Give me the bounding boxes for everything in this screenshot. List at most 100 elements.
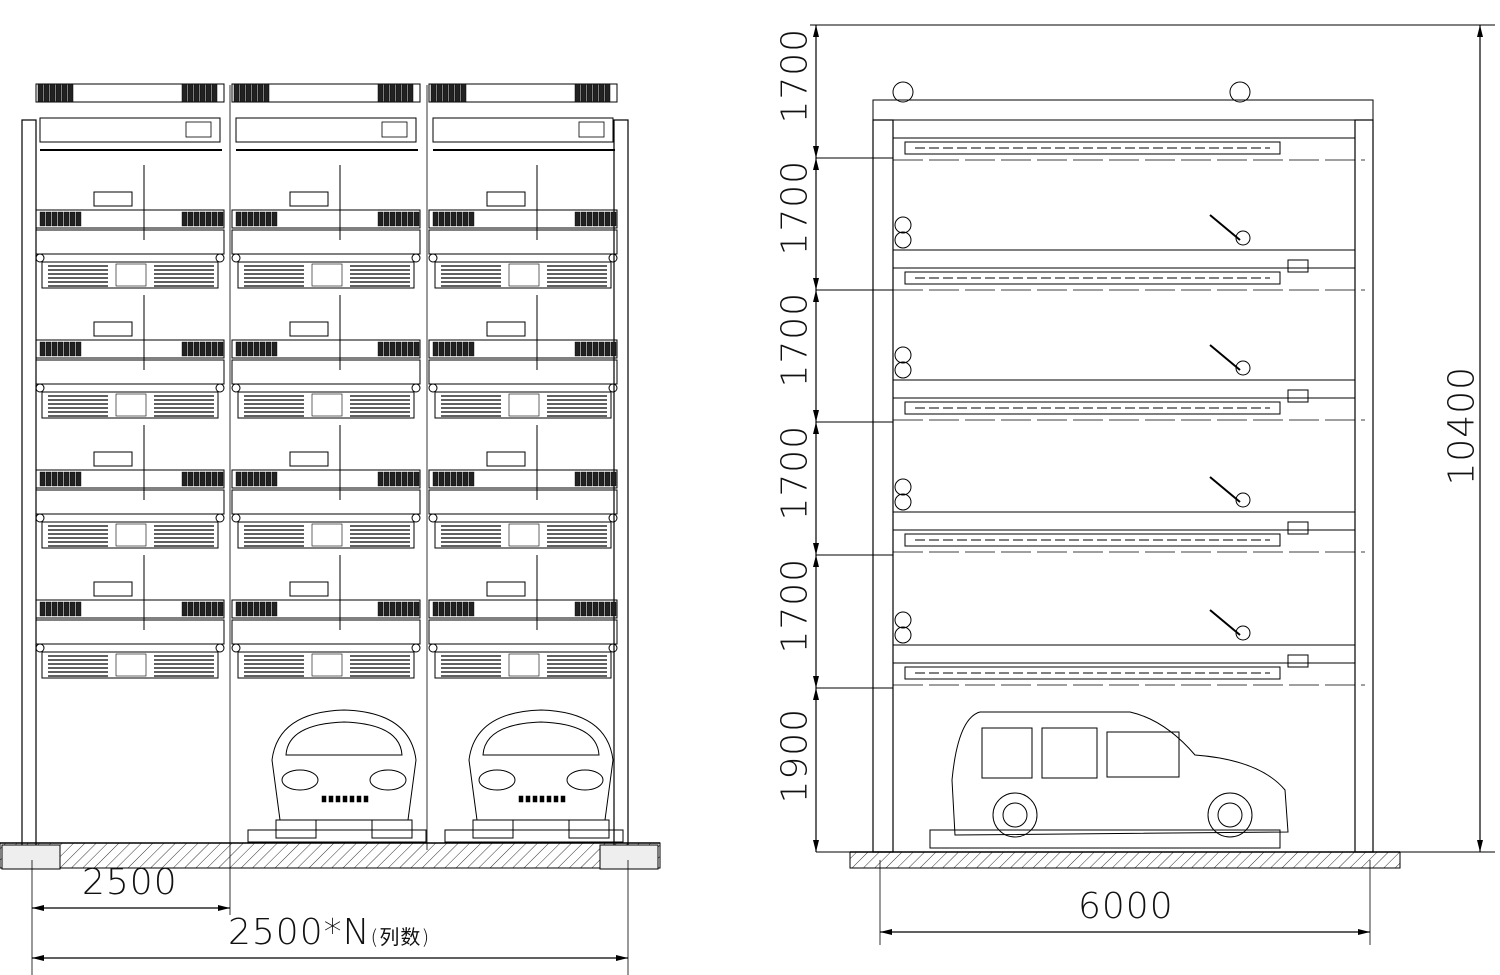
motor-coil bbox=[241, 471, 248, 487]
pulley bbox=[1235, 230, 1251, 246]
side-pallet-level bbox=[892, 476, 1365, 553]
pallet-frame bbox=[428, 359, 618, 385]
car-windshield bbox=[285, 721, 403, 756]
motor-coil bbox=[211, 211, 218, 227]
motor-coil bbox=[45, 211, 52, 227]
drive-beam bbox=[231, 339, 421, 359]
motor-coil bbox=[401, 601, 408, 617]
pallet-plate bbox=[311, 263, 343, 287]
roller bbox=[428, 643, 438, 653]
motor-coil bbox=[383, 601, 390, 617]
pallet-frame bbox=[35, 359, 225, 385]
car-window bbox=[1106, 731, 1180, 778]
motor-coil bbox=[438, 601, 445, 617]
car-body bbox=[951, 711, 1289, 836]
motor-coil bbox=[211, 471, 218, 487]
pallet bbox=[41, 261, 219, 289]
grille-slot bbox=[363, 795, 369, 803]
hoist-arm bbox=[1209, 476, 1241, 503]
roller bbox=[215, 253, 225, 263]
pallet-level-unit bbox=[428, 555, 618, 679]
headlight bbox=[369, 769, 407, 791]
pallet-plate bbox=[115, 653, 147, 677]
motor-coil bbox=[395, 601, 402, 617]
motor-coil bbox=[586, 601, 593, 617]
motor-coil bbox=[450, 471, 457, 487]
parked-car-side bbox=[929, 711, 1289, 849]
car-windshield bbox=[482, 721, 600, 756]
car-window bbox=[1041, 727, 1098, 779]
motor-coil bbox=[205, 601, 212, 617]
motor-coil bbox=[450, 341, 457, 357]
sprocket bbox=[894, 478, 912, 496]
pulley bbox=[1235, 360, 1251, 376]
motor-coil bbox=[193, 601, 200, 617]
pallet-level-unit bbox=[428, 295, 618, 419]
pallet-plate bbox=[115, 393, 147, 417]
motor-coil bbox=[462, 471, 469, 487]
total-height-dimension-label: 10400 bbox=[1441, 365, 1483, 486]
top-drive-unit bbox=[35, 83, 225, 151]
motor-coil bbox=[444, 341, 451, 357]
motor-coil bbox=[247, 471, 254, 487]
motor-coil bbox=[45, 471, 52, 487]
tire bbox=[371, 819, 413, 839]
top-drive-unit bbox=[231, 83, 421, 151]
motor-coil bbox=[454, 83, 461, 103]
car-window bbox=[981, 727, 1033, 779]
pallet-frame bbox=[231, 619, 421, 645]
drive-sprocket bbox=[892, 81, 914, 103]
left-post bbox=[21, 119, 37, 851]
motor-coil bbox=[377, 341, 384, 357]
motor-coil bbox=[199, 211, 206, 227]
motor-coil bbox=[401, 341, 408, 357]
hoist-motor bbox=[289, 321, 329, 337]
drive-sprocket bbox=[1229, 81, 1251, 103]
pallet-plate bbox=[508, 523, 540, 547]
roller bbox=[428, 513, 438, 523]
motor-coil bbox=[592, 211, 599, 227]
car-body bbox=[468, 709, 614, 821]
pallet-level-unit bbox=[231, 555, 421, 679]
wheel bbox=[1207, 792, 1253, 838]
drive-beam bbox=[35, 469, 225, 489]
motor-coil bbox=[205, 341, 212, 357]
motor-coil bbox=[259, 601, 266, 617]
roller bbox=[608, 253, 618, 263]
motor-coil bbox=[468, 601, 475, 617]
drive-beam bbox=[35, 339, 225, 359]
side-pallet-level bbox=[892, 214, 1365, 291]
drive-beam bbox=[231, 469, 421, 489]
pallet-frame bbox=[428, 619, 618, 645]
carrier-frame bbox=[892, 379, 1356, 399]
motor-coil bbox=[580, 211, 587, 227]
roller bbox=[215, 513, 225, 523]
top-pallet bbox=[39, 117, 221, 143]
motor-coil bbox=[241, 341, 248, 357]
motor-coil bbox=[63, 211, 70, 227]
pallet-frame bbox=[231, 229, 421, 255]
pallet bbox=[41, 651, 219, 679]
motor-coil bbox=[444, 211, 451, 227]
motor-coil bbox=[57, 341, 64, 357]
motor-coil bbox=[271, 211, 278, 227]
motor-coil bbox=[574, 601, 581, 617]
motor-coil bbox=[271, 471, 278, 487]
pallet-plate bbox=[508, 653, 540, 677]
motor-coil bbox=[241, 601, 248, 617]
motor-coil bbox=[75, 601, 82, 617]
motor-coil bbox=[432, 471, 439, 487]
pallet-frame bbox=[428, 489, 618, 515]
wheel bbox=[992, 792, 1038, 838]
headlight bbox=[281, 769, 319, 791]
pallet-frame bbox=[231, 489, 421, 515]
drive-beam bbox=[35, 83, 225, 103]
hoist-arm bbox=[1209, 609, 1241, 636]
grille-slot bbox=[546, 795, 552, 803]
motor-coil bbox=[456, 601, 463, 617]
motor-coil bbox=[241, 211, 248, 227]
motor-coil bbox=[39, 211, 46, 227]
carrier-frame bbox=[892, 644, 1356, 664]
motor-coil bbox=[263, 83, 270, 103]
motor-coil bbox=[51, 601, 58, 617]
